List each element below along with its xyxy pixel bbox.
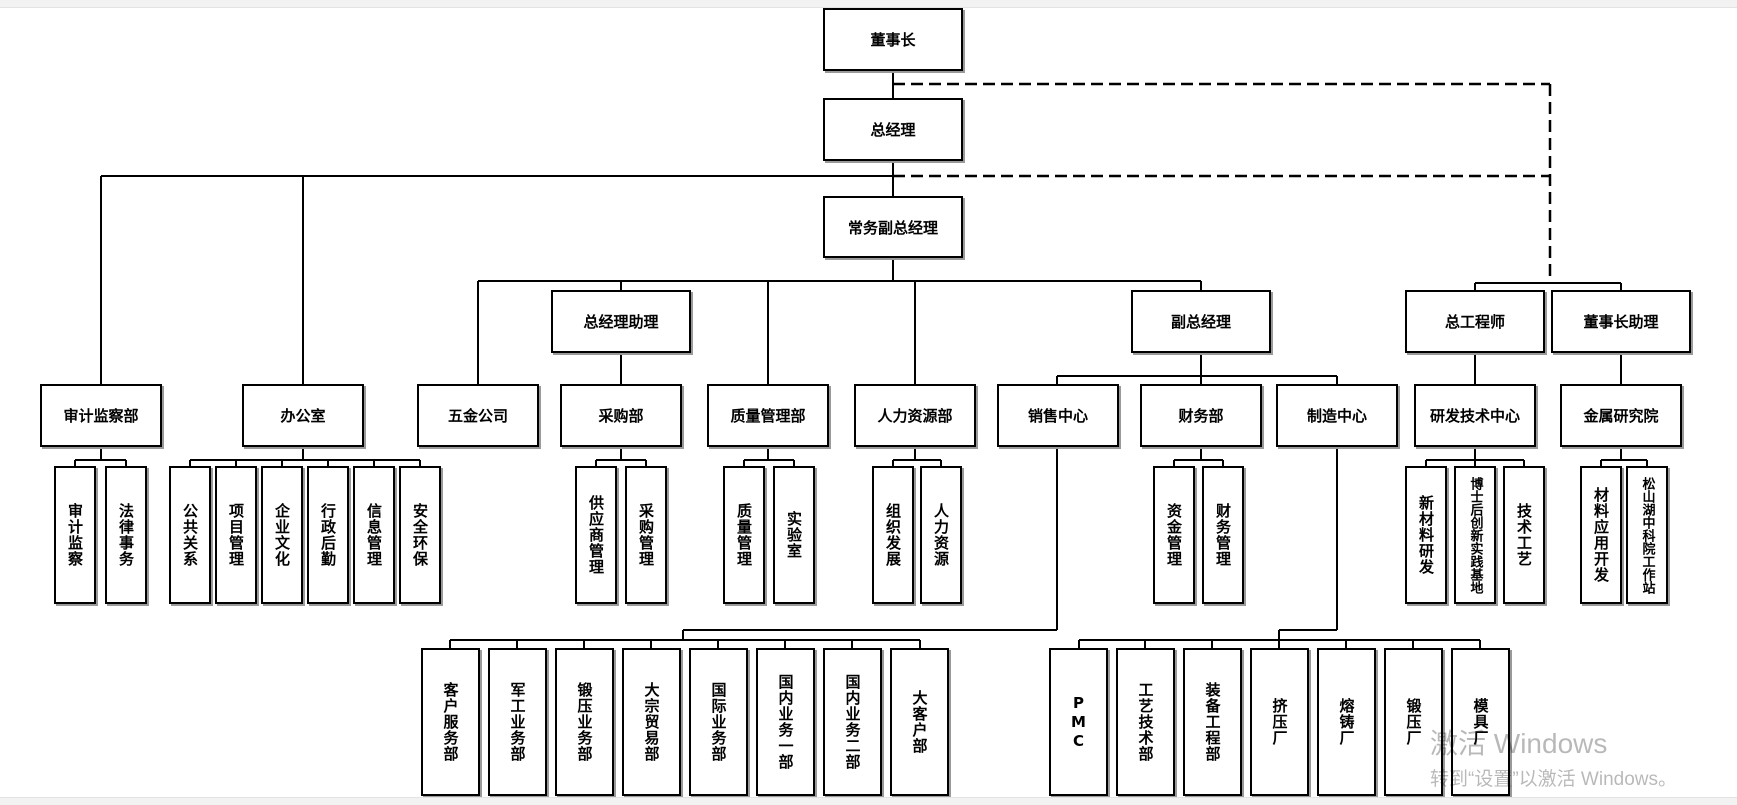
sales-unit-box: 大客户部 [890, 648, 949, 796]
sub-unit-box: 法律事务 [105, 466, 147, 604]
sales-unit-box: 国内业务二部 [823, 648, 882, 796]
department-box: 销售中心 [997, 384, 1119, 447]
chief-engineer-box: 总工程师 [1405, 290, 1545, 353]
sales-unit-box: 国内业务一部 [756, 648, 815, 796]
manufacturing-unit-box: 挤压厂 [1250, 648, 1309, 796]
sub-unit-box: 行政后勤 [307, 466, 349, 604]
sub-unit-box: 项目管理 [215, 466, 257, 604]
general-manager-box: 总经理 [823, 98, 963, 161]
gm-assistant-box: 总经理助理 [551, 290, 691, 353]
sub-unit-box: 组织发展 [872, 466, 914, 604]
department-box: 审计监察部 [40, 384, 162, 447]
window-bottom-strip [0, 797, 1737, 805]
department-box: 研发技术中心 [1414, 384, 1536, 447]
watermark-subtitle: 转到“设置”以激活 Windows。 [1430, 769, 1678, 790]
sales-unit-box: 军工业务部 [488, 648, 547, 796]
sub-unit-box: 采购管理 [625, 466, 667, 604]
sub-unit-box: 质量管理 [723, 466, 765, 604]
watermark-title: 激活 Windows [1430, 728, 1608, 759]
sub-unit-box: 实验室 [773, 466, 815, 604]
department-box: 采购部 [560, 384, 682, 447]
sub-unit-box: 材料应用开发 [1580, 466, 1622, 604]
department-box: 质量管理部 [707, 384, 829, 447]
sub-unit-box: 供应商管理 [575, 466, 617, 604]
manufacturing-unit-box: PMC [1049, 648, 1108, 796]
sub-unit-box: 公共关系 [169, 466, 211, 604]
executive-vp-box: 常务副总经理 [823, 196, 963, 258]
department-box: 办公室 [242, 384, 364, 447]
department-box: 财务部 [1140, 384, 1262, 447]
chairman-assistant-box: 董事长助理 [1551, 290, 1691, 353]
sales-unit-box: 客户服务部 [421, 648, 480, 796]
manufacturing-unit-box: 装备工程部 [1183, 648, 1242, 796]
sub-unit-box: 博士后创新实践基地 [1454, 466, 1496, 604]
sub-unit-box: 松山湖中科院工作站 [1626, 466, 1668, 604]
sales-unit-box: 大宗贸易部 [622, 648, 681, 796]
sub-unit-box: 资金管理 [1153, 466, 1195, 604]
sub-unit-box: 信息管理 [353, 466, 395, 604]
sales-unit-box: 国际业务部 [689, 648, 748, 796]
manufacturing-unit-box: 工艺技术部 [1116, 648, 1175, 796]
sub-unit-box: 财务管理 [1202, 466, 1244, 604]
window-top-strip [0, 0, 1737, 8]
deputy-gm-box: 副总经理 [1131, 290, 1271, 353]
sales-unit-box: 锻压业务部 [555, 648, 614, 796]
department-box: 制造中心 [1276, 384, 1398, 447]
sub-unit-box: 技术工艺 [1503, 466, 1545, 604]
manufacturing-unit-box: 模具厂 [1451, 648, 1510, 796]
sub-unit-box: 安全环保 [399, 466, 441, 604]
sub-unit-box: 人力资源 [920, 466, 962, 604]
sub-unit-box: 企业文化 [261, 466, 303, 604]
department-box: 五金公司 [417, 384, 539, 447]
chairman-box: 董事长 [823, 8, 963, 71]
sub-unit-box: 审计监察 [54, 466, 96, 604]
manufacturing-unit-box: 锻压厂 [1384, 648, 1443, 796]
sub-unit-box: 新材料研发 [1405, 466, 1447, 604]
department-box: 金属研究院 [1560, 384, 1682, 447]
manufacturing-unit-box: 熔铸厂 [1317, 648, 1376, 796]
windows-activation-watermark: 激活 Windows 转到“设置”以激活 Windows。 [1430, 722, 1677, 791]
department-box: 人力资源部 [854, 384, 976, 447]
